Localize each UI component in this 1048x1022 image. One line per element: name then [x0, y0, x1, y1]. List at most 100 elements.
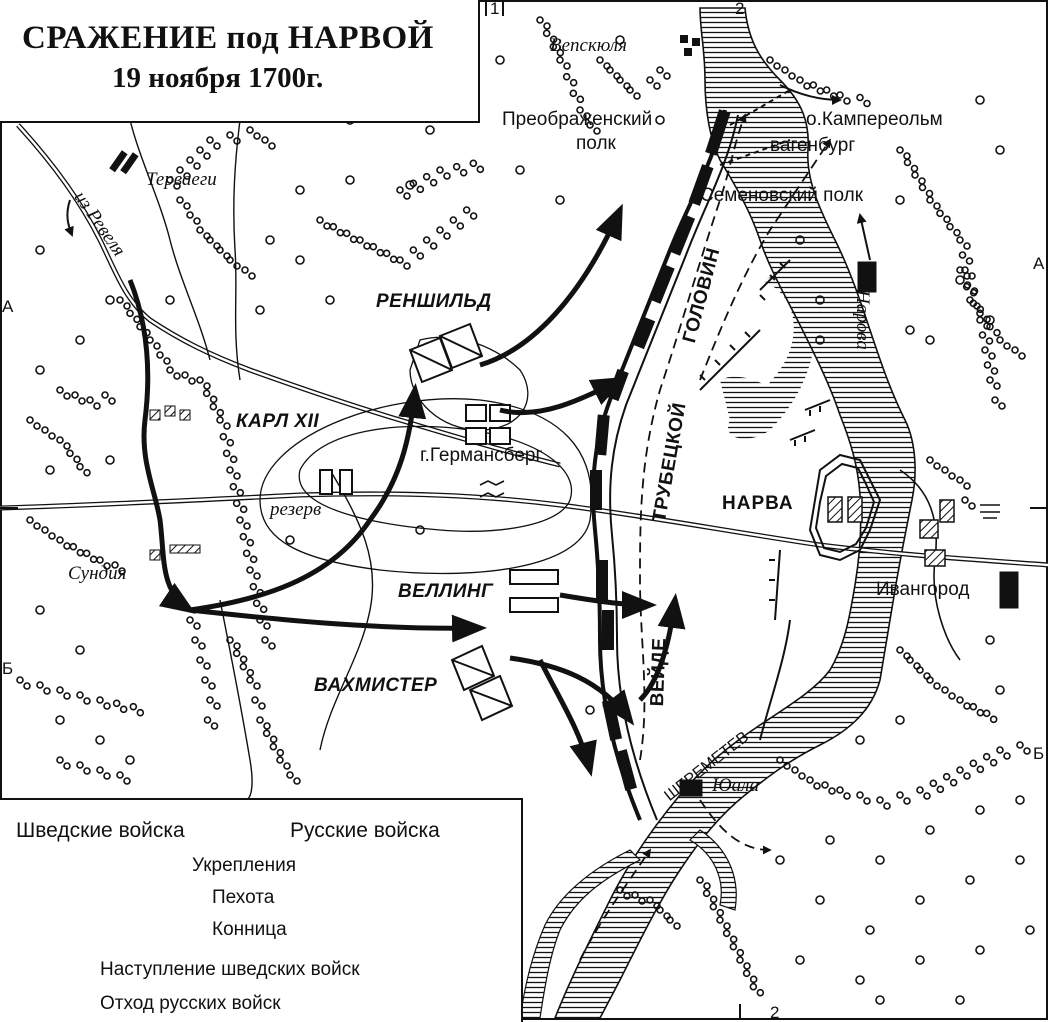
forest-dot [981, 346, 989, 354]
forest-dot [229, 482, 238, 491]
forest-dot [196, 656, 204, 664]
forest-dot [978, 331, 987, 339]
forest-dot [83, 767, 91, 775]
forest-dot [576, 95, 585, 104]
forest-dot [915, 955, 925, 965]
forest-dot [941, 686, 949, 694]
marsh-areas [720, 275, 816, 439]
forest-dot [191, 636, 199, 644]
forest-dot [963, 242, 971, 250]
forest-dot [176, 196, 184, 204]
forest-dot [226, 256, 234, 264]
forest-dot [261, 136, 269, 144]
forest-dot [969, 299, 978, 308]
forest-dot [895, 715, 905, 725]
label-vakhmister: ВАХМИСТЕР [314, 675, 438, 696]
forest-dot [452, 162, 461, 171]
forest-dot [256, 716, 264, 724]
forest-dot [815, 295, 825, 305]
forest-dot [958, 251, 967, 259]
forest-dot [716, 916, 724, 924]
forest-dot [63, 542, 71, 550]
forest-dot [918, 183, 927, 192]
forest-dot [646, 76, 654, 84]
forest-dot [203, 152, 211, 160]
forest-dot [865, 925, 875, 935]
label-kampereolm: о.Кампереольм [806, 109, 943, 130]
forest-dot [249, 582, 258, 591]
forest-dot [825, 835, 835, 845]
forest-dot [596, 56, 604, 64]
forest-dot [936, 209, 944, 218]
forest-dot [956, 236, 964, 244]
forest-dot [153, 342, 161, 350]
forest-dot [963, 702, 971, 710]
forest-dot [246, 126, 254, 134]
forest-dot [855, 975, 865, 985]
forest-dot [342, 229, 351, 238]
narva-buildings [827, 496, 863, 523]
forest-dot [723, 922, 731, 930]
forest-dot [916, 786, 924, 794]
forest-dot [96, 696, 104, 704]
forest-dot [239, 662, 248, 671]
forest-dot [975, 945, 985, 955]
forest-dot [443, 172, 451, 180]
label-preobrazhensky: Преображенский [502, 109, 653, 130]
forest-dot [63, 762, 71, 770]
forest-dot [796, 76, 804, 84]
forest-dot [111, 561, 119, 569]
forest-dot [775, 855, 785, 865]
forest-dot [123, 302, 131, 310]
forest-dot [655, 115, 665, 125]
village-houses-hatched [149, 405, 201, 561]
forest-dot [975, 95, 985, 105]
forest-dot [906, 656, 914, 664]
grid-right-b: Б [1033, 744, 1045, 763]
forest-dot [246, 566, 254, 574]
forest-dot [295, 185, 305, 195]
forest-dot [316, 216, 324, 224]
forest-dot [206, 136, 214, 144]
forest-dot [896, 646, 904, 654]
forest-dot [35, 245, 45, 255]
forest-dot [843, 792, 851, 800]
forest-dot [776, 756, 784, 764]
narva-fortress [808, 453, 882, 562]
forest-dot [925, 825, 935, 835]
forest-dot [549, 42, 558, 51]
legend-cavalry: Конница [212, 919, 287, 940]
forest-dot [203, 716, 212, 724]
forest-dot [911, 171, 919, 179]
forest-dot [239, 505, 248, 514]
forest-dot [995, 145, 1005, 155]
forest-dot [69, 542, 78, 551]
forest-dot [126, 309, 134, 318]
legend-fortifications: Укрепления [192, 855, 296, 876]
forest-dot [828, 787, 836, 795]
forest-dot [975, 805, 985, 815]
forest-dot [78, 397, 86, 405]
forest-dot [856, 791, 864, 799]
forest-dot [63, 692, 71, 700]
forest-dot [226, 466, 234, 474]
forest-dot [262, 729, 271, 738]
forest-dot [822, 86, 831, 94]
forest-dot [941, 466, 949, 474]
forest-dot [982, 709, 991, 718]
forest-dot [821, 781, 829, 789]
forest-dot [429, 242, 438, 250]
forest-dot [985, 315, 995, 325]
forest-dot [265, 235, 275, 245]
forest-dot [129, 702, 138, 711]
bridge [719, 89, 791, 166]
forest-dot [96, 766, 104, 774]
forest-dot [253, 682, 261, 690]
forest-dot [35, 605, 45, 615]
forest-dot [276, 748, 285, 757]
forest-dot [233, 137, 241, 145]
forest-dot [925, 335, 935, 345]
forest-dot [968, 272, 976, 280]
forest-dot [436, 166, 444, 174]
forest-dot [41, 426, 49, 434]
